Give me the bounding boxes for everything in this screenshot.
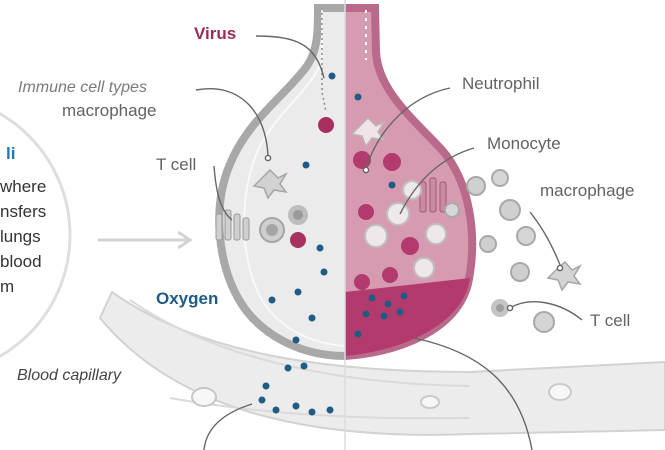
label-virus: Virus bbox=[194, 25, 236, 42]
epithelial-cilia-right bbox=[420, 178, 446, 212]
label-macrophage-left: macrophage bbox=[62, 102, 157, 119]
label-immune-cell-types: Immune cell types bbox=[18, 80, 147, 96]
side-box-line-2: nsfers bbox=[0, 203, 46, 220]
label-blood-capillary: Blood capillary bbox=[17, 368, 121, 384]
side-box-line-5: m bbox=[0, 278, 14, 295]
label-oxygen: Oxygen bbox=[156, 290, 218, 307]
arrow-to-alveolus bbox=[98, 232, 190, 248]
side-box-title-fragment: li bbox=[6, 145, 15, 162]
label-macrophage-right: macrophage bbox=[540, 182, 635, 199]
side-box-line-3: lungs bbox=[0, 228, 41, 245]
label-monocyte: Monocyte bbox=[487, 135, 561, 152]
side-box-line-4: blood bbox=[0, 253, 42, 270]
side-box-line-1: where bbox=[0, 178, 46, 195]
label-t-cell-left: T cell bbox=[156, 156, 196, 173]
label-t-cell-right: T cell bbox=[590, 312, 630, 329]
label-neutrophil: Neutrophil bbox=[462, 75, 540, 92]
